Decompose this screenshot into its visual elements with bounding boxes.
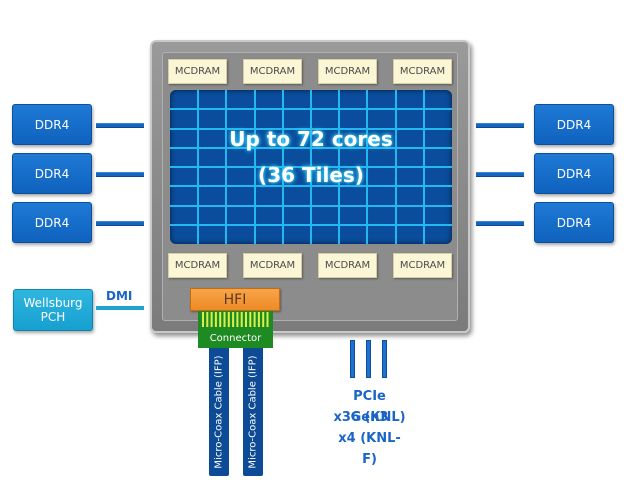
ddr4-right-3: DDR4 bbox=[534, 202, 614, 243]
mcdram-label: MCDRAM bbox=[249, 260, 296, 271]
pcie-knl-label: x36 (KNL) bbox=[333, 410, 406, 425]
connector-pin bbox=[202, 312, 204, 327]
ddr4-label: DDR4 bbox=[556, 117, 592, 132]
connector-pin bbox=[210, 312, 213, 327]
mcdram-label: MCDRAM bbox=[324, 66, 371, 77]
connector-pin bbox=[249, 312, 252, 327]
ddr4-link-right-1 bbox=[476, 123, 524, 128]
grid-lines bbox=[170, 90, 452, 244]
ddr4-link-right-2 bbox=[476, 172, 524, 177]
pcie-lane-1 bbox=[350, 340, 355, 378]
mcdram-label: MCDRAM bbox=[399, 260, 446, 271]
connector-pin bbox=[219, 312, 222, 327]
connector-pin bbox=[257, 312, 260, 327]
core-count-label: Up to 72 cores bbox=[229, 127, 393, 151]
pcie-lane-3 bbox=[382, 340, 387, 378]
ddr4-link-left-1 bbox=[96, 123, 144, 128]
ddr4-left-2: DDR4 bbox=[12, 153, 92, 194]
connector-pin bbox=[253, 312, 256, 327]
mcdram-bottom-1: MCDRAM bbox=[168, 253, 227, 278]
ddr4-label: DDR4 bbox=[34, 166, 70, 181]
ddr4-right-2: DDR4 bbox=[534, 153, 614, 194]
cable-label: Micro-Coax Cable (IFP) bbox=[247, 355, 259, 469]
dmi-link bbox=[96, 306, 144, 310]
mcdram-label: MCDRAM bbox=[249, 66, 296, 77]
connector-label: Connector bbox=[209, 332, 262, 344]
hfi-block: HFI bbox=[190, 288, 280, 311]
mcdram-top-2: MCDRAM bbox=[243, 59, 302, 84]
connector-pin bbox=[262, 312, 265, 327]
mcdram-bottom-3: MCDRAM bbox=[318, 253, 377, 278]
tile-count-label: (36 Tiles) bbox=[258, 163, 364, 187]
core-tile-grid bbox=[170, 90, 452, 244]
pcie-lane-2 bbox=[366, 340, 371, 378]
hfi-label: HFI bbox=[223, 291, 247, 308]
pcie-gen-label: PCIe Gen3 bbox=[350, 389, 389, 425]
ddr4-label: DDR4 bbox=[556, 166, 592, 181]
mcdram-label: MCDRAM bbox=[399, 66, 446, 77]
pins-graphic bbox=[202, 312, 269, 327]
micro-coax-cable-1: Micro-Coax Cable (IFP) bbox=[209, 348, 229, 476]
wellsburg-pch: Wellsburg PCH bbox=[13, 289, 93, 331]
ddr4-link-left-3 bbox=[96, 221, 144, 226]
connector-pin bbox=[227, 312, 230, 327]
dmi-label: DMI bbox=[106, 289, 133, 303]
connector-pin bbox=[266, 312, 269, 327]
mcdram-top-1: MCDRAM bbox=[168, 59, 227, 84]
ddr4-link-left-2 bbox=[96, 172, 144, 177]
ddr4-link-right-3 bbox=[476, 221, 524, 226]
ddr4-left-1: DDR4 bbox=[12, 104, 92, 145]
ddr4-left-3: DDR4 bbox=[12, 202, 92, 243]
micro-coax-cable-2: Micro-Coax Cable (IFP) bbox=[243, 348, 263, 476]
connector-pins bbox=[198, 311, 273, 328]
ddr4-label: DDR4 bbox=[34, 117, 70, 132]
pch-label-line1: Wellsburg bbox=[23, 296, 83, 310]
mcdram-top-4: MCDRAM bbox=[393, 59, 452, 84]
mcdram-label: MCDRAM bbox=[174, 260, 221, 271]
connector-pin bbox=[236, 312, 239, 327]
connector-pin bbox=[223, 312, 226, 327]
pch-label-line2: PCH bbox=[40, 310, 66, 324]
ddr4-label: DDR4 bbox=[556, 215, 592, 230]
connector-pin bbox=[240, 312, 243, 327]
cable-label: Micro-Coax Cable (IFP) bbox=[213, 355, 225, 469]
mcdram-bottom-4: MCDRAM bbox=[393, 253, 452, 278]
connector-pin bbox=[232, 312, 235, 327]
mcdram-label: MCDRAM bbox=[324, 260, 371, 271]
mcdram-bottom-2: MCDRAM bbox=[243, 253, 302, 278]
mcdram-label: MCDRAM bbox=[174, 66, 221, 77]
ddr4-right-1: DDR4 bbox=[534, 104, 614, 145]
connector-pin bbox=[214, 312, 217, 327]
connector-pin bbox=[245, 312, 247, 327]
pcie-knlf-label: x4 (KNL-F) bbox=[338, 431, 401, 467]
ddr4-label: DDR4 bbox=[34, 215, 70, 230]
mcdram-top-3: MCDRAM bbox=[318, 59, 377, 84]
connector-pin bbox=[206, 312, 209, 327]
connector-block: Connector bbox=[198, 328, 273, 348]
